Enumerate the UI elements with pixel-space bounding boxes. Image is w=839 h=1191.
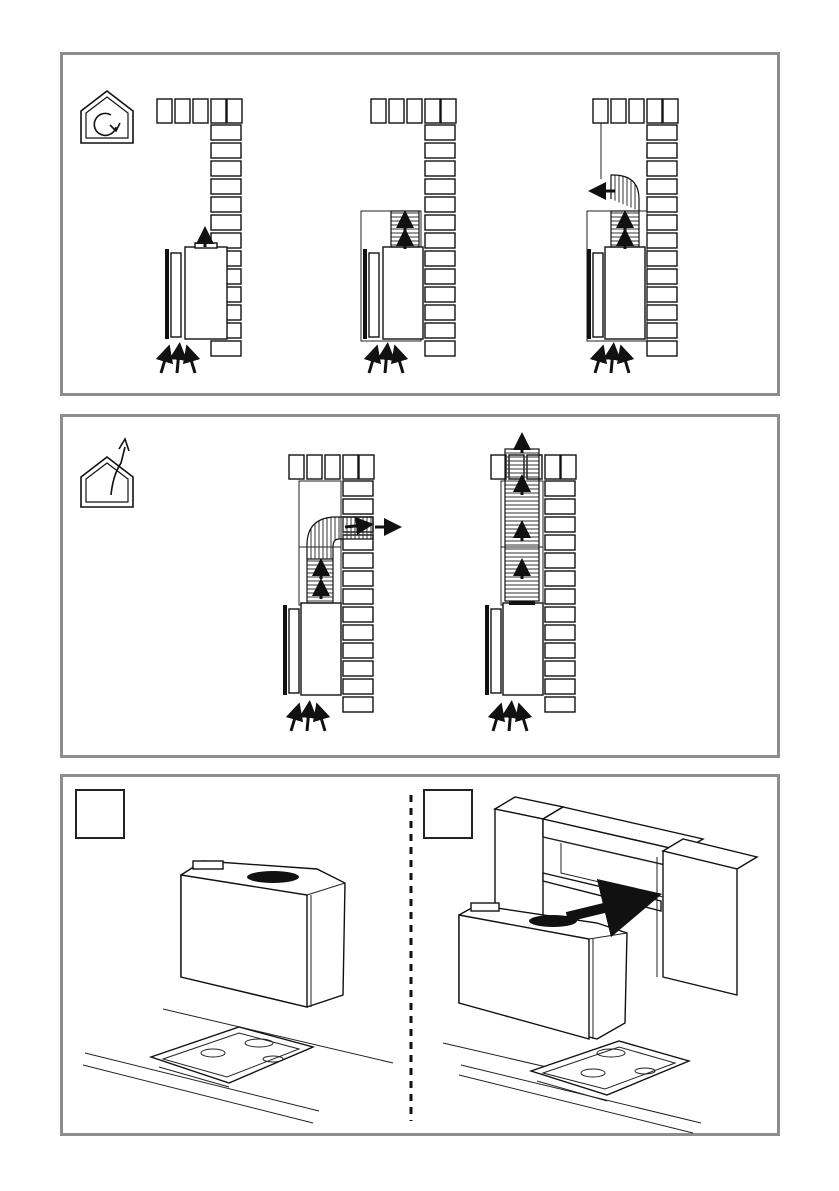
recirc-diagram-3: [587, 99, 678, 373]
cabinet-door-edge: [165, 249, 169, 339]
hood-floating: [83, 861, 393, 1123]
house-recirculation-icon: [81, 91, 133, 143]
hood-unit: [383, 247, 423, 339]
extraction-diagrams: [63, 417, 783, 761]
extraction-panel: [60, 414, 780, 758]
hood-unit: [185, 247, 227, 339]
hood-unit: [605, 247, 645, 339]
installation-illustrations: [63, 777, 783, 1139]
installation-panel: [60, 774, 780, 1136]
recirc-diagram-1: [157, 99, 242, 373]
house-exhaust-icon: [81, 439, 133, 507]
hood-unit: [301, 603, 341, 695]
extract-diagram-1: [283, 455, 393, 731]
hood-installed: [443, 797, 757, 1133]
recirculation-panel: [60, 52, 780, 396]
extract-diagram-2: [485, 441, 576, 731]
recirc-diagram-2: [361, 99, 456, 373]
slide-arrow: [567, 901, 633, 917]
hood-unit: [503, 603, 543, 695]
recirculation-diagrams: [63, 55, 783, 399]
